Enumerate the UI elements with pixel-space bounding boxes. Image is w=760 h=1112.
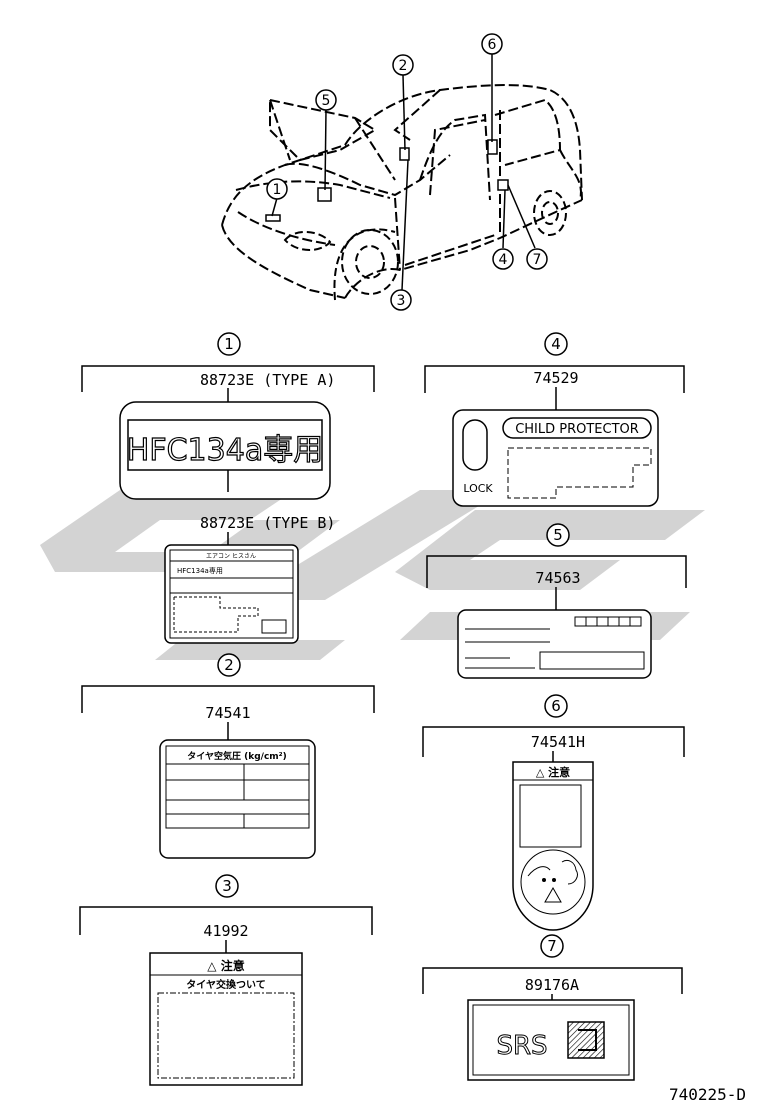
part-number-3: 41992 — [203, 922, 248, 940]
srs-airbag-icon — [567, 1021, 605, 1059]
label-caution-6: △ 注意 — [512, 761, 594, 931]
callout-5: 5 — [553, 526, 563, 544]
callout-4-car — [492, 248, 514, 270]
lock-text: LOCK — [463, 482, 493, 495]
part-number-5: 74563 — [535, 569, 580, 587]
label-child-protector: CHILD PROTECTOR LOCK — [452, 409, 659, 507]
callout-2-car — [392, 54, 414, 76]
srs-text: SRS — [496, 1031, 547, 1061]
callout-3-car-num: 3 — [397, 293, 406, 309]
part-leaders — [225, 387, 557, 1000]
callout-4: 4 — [551, 335, 561, 353]
part-number-7: 89176A — [525, 976, 579, 994]
callout-6: 6 — [551, 697, 561, 715]
drawing-code: 740225-D — [669, 1085, 746, 1104]
callout-6-car-num: 6 — [488, 37, 497, 53]
callout-7: 7 — [547, 937, 557, 955]
callout-5-car-num: 5 — [322, 93, 331, 109]
tire-pressure-title: タイヤ空気圧 (kg/cm²) — [187, 750, 286, 762]
caution-3-text: △ 注意 — [207, 958, 244, 973]
callout-7-car-num: 7 — [533, 252, 542, 268]
car-leader-lines — [271, 54, 536, 291]
vehicle-label-markers — [265, 139, 509, 222]
hfc-small-text: HFC134a専用 — [177, 566, 223, 575]
label-hfc-type-b: エアコン ヒスさん HFC134a専用 — [164, 544, 299, 644]
callout-5-car — [315, 89, 337, 111]
vehicle-wheels — [283, 190, 567, 301]
callout-1-car-num: 1 — [273, 182, 282, 198]
label-caution-tire-change: △ 注意 タイヤ交換ついて — [149, 952, 303, 1086]
part-number-1a: 88723E (TYPE A) — [200, 371, 335, 389]
caution-6-text: △ 注意 — [536, 765, 570, 779]
part-number-2: 74541 — [205, 704, 250, 722]
callout-7-car — [526, 248, 548, 270]
callout-1-car — [266, 178, 288, 200]
label-hfc-type-a: HFC134a専用 — [119, 401, 331, 500]
callout-3: 3 — [222, 877, 232, 895]
hfc-small-header: エアコン ヒスさん — [206, 553, 256, 560]
part-number-6: 74541H — [531, 733, 585, 751]
callout-2: 2 — [224, 656, 234, 674]
callout-4-car-num: 4 — [499, 252, 508, 268]
callout-6-car — [481, 33, 503, 55]
section-callouts — [215, 332, 570, 958]
callout-3-car — [390, 289, 412, 311]
label-tire-pressure: タイヤ空気圧 (kg/cm²) — [159, 739, 316, 859]
callout-1: 1 — [224, 335, 234, 353]
part-number-1b: 88723E (TYPE B) — [200, 514, 335, 532]
hfc-large-text: HFC134a専用 — [127, 433, 323, 468]
tire-change-text: タイヤ交換ついて — [186, 978, 265, 991]
section-brackets — [79, 365, 687, 994]
child-protector-text: CHILD PROTECTOR — [515, 422, 639, 437]
label-srs: SRS — [467, 999, 635, 1081]
label-74563 — [457, 609, 652, 679]
car-callouts — [266, 33, 548, 311]
callout-2-car-num: 2 — [399, 58, 408, 74]
part-number-4: 74529 — [533, 369, 578, 387]
